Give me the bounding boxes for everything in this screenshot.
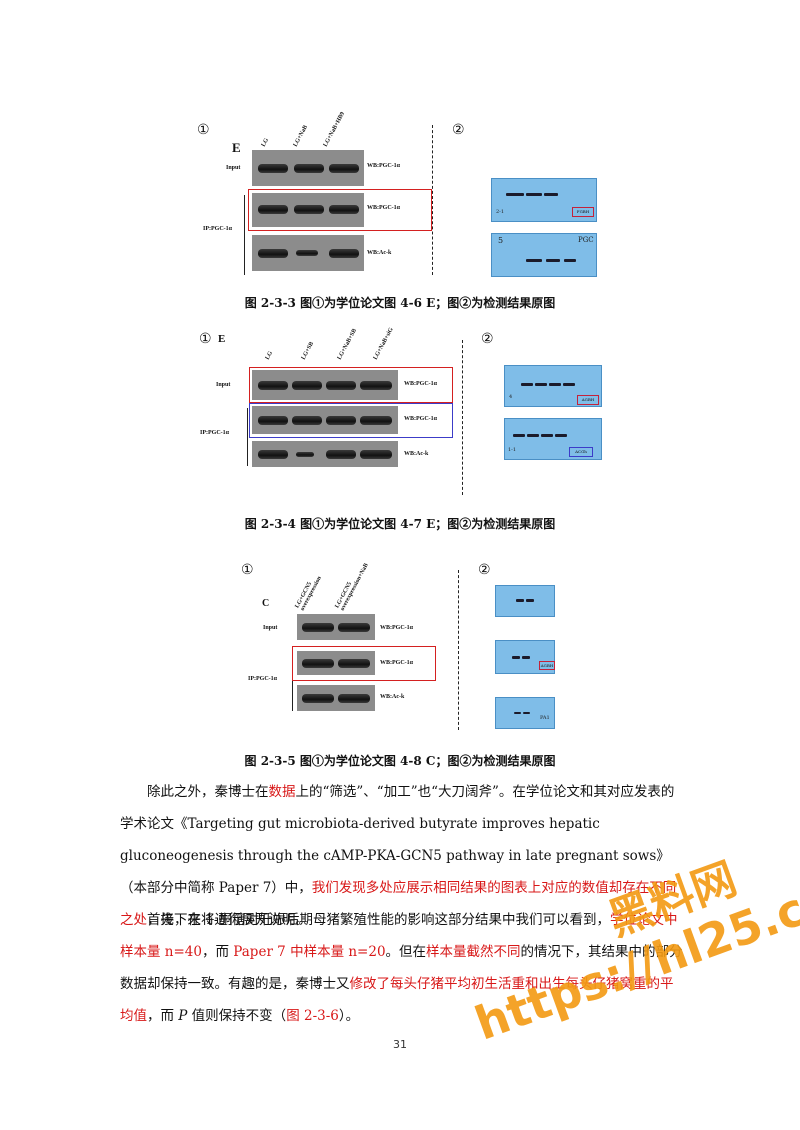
circle-two-label: ② xyxy=(452,122,465,138)
membrane-tag: 1-1 xyxy=(508,447,517,453)
wb-label: WB:Ac-k xyxy=(380,694,405,700)
membrane-box: AGBH xyxy=(577,395,599,405)
circle-one-label: ① xyxy=(241,562,254,578)
highlight-box xyxy=(249,367,453,403)
panel-letter: E xyxy=(232,140,241,155)
bracket-line xyxy=(244,195,245,275)
membrane-tag: PGC xyxy=(578,236,594,244)
wb-label: WB:Ac-k xyxy=(367,250,392,256)
membrane-tag: 2-1 xyxy=(496,209,505,215)
circle-one-label: ① xyxy=(199,331,212,347)
figure-caption: 图 2-3-3 图①为学位论文图 4-6 E；图②为检测结果原图 xyxy=(244,296,556,310)
membrane-box: AGBH xyxy=(539,661,555,670)
membrane-box: ACGh xyxy=(569,447,593,457)
western-blot-strip xyxy=(252,370,398,400)
lane-label: LG+NaB+HB9 xyxy=(322,111,347,148)
ip-label: IP:PGC-1α xyxy=(203,226,233,232)
divider-dashed xyxy=(458,570,459,730)
membrane-image: 4 AGBH xyxy=(504,365,602,407)
lane-label: LG+GCN5 overexpression+NaB xyxy=(334,562,370,612)
figure-caption: 图 2-3-5 图①为学位论文图 4-8 C；图②为检测结果原图 xyxy=(244,754,556,768)
membrane-image: 2-1 FGBH xyxy=(491,178,597,222)
membrane-tag: 4 xyxy=(509,394,513,400)
circle-two-label: ② xyxy=(478,562,491,578)
membrane-image: AGBH xyxy=(495,640,555,674)
circle-two-label: ② xyxy=(481,331,494,347)
lane-label: LG xyxy=(264,350,275,361)
highlight-box xyxy=(248,189,432,231)
membrane-image: 5 PGC xyxy=(491,233,597,277)
highlight-box xyxy=(249,403,453,438)
panel-letter: E xyxy=(218,333,226,345)
wb-label: WB:PGC-1α xyxy=(367,163,401,169)
circle-one-label: ① xyxy=(197,122,210,138)
lane-label: LG+NaB xyxy=(292,124,310,148)
western-blot-strip xyxy=(252,406,398,434)
wb-label: WB:PGC-1α xyxy=(380,660,414,666)
ip-label: IP:PGC-1α xyxy=(200,430,230,436)
wb-label: WB:Ac-k xyxy=(404,451,429,457)
highlight-box xyxy=(292,646,436,681)
membrane-tag: 5 xyxy=(498,236,504,245)
bracket-line xyxy=(292,655,293,711)
wb-label: WB:PGC-1α xyxy=(367,205,401,211)
lane-label: LG+NaB+siG xyxy=(372,326,395,361)
panel-letter: C xyxy=(262,598,270,609)
membrane-tag: PA1 xyxy=(540,715,550,721)
divider-dashed xyxy=(432,125,433,275)
wb-label: WB:PGC-1α xyxy=(404,381,438,387)
page-number: 31 xyxy=(393,1038,407,1051)
membrane-box: FGBH xyxy=(572,207,594,217)
input-label: Input xyxy=(226,165,241,171)
membrane-image xyxy=(495,585,555,617)
western-blot-strip xyxy=(252,193,364,227)
ip-label: IP:PGC-1α xyxy=(248,676,278,682)
western-blot-strip xyxy=(297,651,375,675)
input-label: Input xyxy=(263,625,278,631)
wb-label: WB:PGC-1α xyxy=(380,625,414,631)
bracket-line xyxy=(247,408,248,466)
lane-label: LG xyxy=(260,137,271,148)
western-blot-strip xyxy=(297,685,375,711)
membrane-image: PA1 xyxy=(495,697,555,729)
western-blot-strip xyxy=(252,441,398,467)
divider-dashed xyxy=(462,340,463,495)
western-blot-strip xyxy=(252,235,364,271)
paragraph: 除此之外，秦博士在数据上的“筛选”、“加工”也“大刀阔斧”。在学位论文和其对应发… xyxy=(120,784,677,928)
western-blot-strip xyxy=(297,614,375,640)
lane-label: LG+SB xyxy=(300,341,316,361)
figure-caption: 图 2-3-4 图①为学位论文图 4-7 E；图②为检测结果原图 xyxy=(244,517,556,531)
lane-label: LG+GCN5 overexpression xyxy=(294,575,323,612)
membrane-image: 1-1 ACGh xyxy=(504,418,602,460)
wb-label: WB:PGC-1α xyxy=(404,416,438,422)
western-blot-strip xyxy=(252,150,364,186)
lane-label: LG+NaB+SB xyxy=(336,327,359,361)
input-label: Input xyxy=(216,382,231,388)
paragraph: 首先，在 1-酮糖对妊娠后期母猪繁殖性能的影响这部分结果中我们可以看到，学位论文… xyxy=(120,912,683,1024)
